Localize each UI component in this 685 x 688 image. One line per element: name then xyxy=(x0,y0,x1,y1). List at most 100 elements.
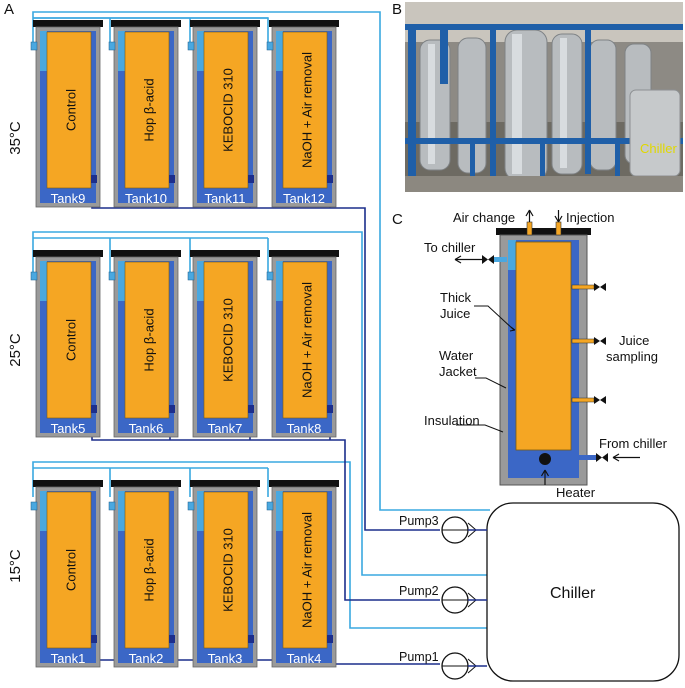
tank-name-label: Tank7 xyxy=(208,421,243,436)
tank-inlet-port xyxy=(266,271,274,281)
tank-juice xyxy=(124,261,170,419)
tank-water-strip xyxy=(118,31,125,71)
tank-treatment-label: NaOH + Air removal xyxy=(299,512,314,628)
tank-treatment-label: NaOH + Air removal xyxy=(299,282,314,398)
tank-treatment-label: Control xyxy=(63,89,78,131)
tank-juice xyxy=(46,491,92,649)
tank-name-label: Tank4 xyxy=(287,651,322,666)
thick-juice-label-1: Thick xyxy=(440,290,472,305)
tank-cross-section: Air change Injection To chiller Thick Ju… xyxy=(424,209,668,500)
tank-juice xyxy=(203,491,249,649)
tank-treatment-label: Control xyxy=(63,319,78,361)
tank-lid xyxy=(33,480,103,487)
tank-outlet-port xyxy=(327,405,333,413)
from-chiller-label: From chiller xyxy=(599,436,668,451)
tank-juice xyxy=(124,31,170,189)
tank-name-label: Tank3 xyxy=(208,651,243,666)
heater-label: Heater xyxy=(556,485,596,500)
thick-juice-label-2: Juice xyxy=(440,306,470,321)
tank-outlet-port xyxy=(169,405,175,413)
tank-name-label: Tank12 xyxy=(283,191,325,206)
tank-water-strip xyxy=(118,261,125,301)
tank-juice xyxy=(203,261,249,419)
tank-lid xyxy=(33,250,103,257)
juice-sampling-label-1: Juice xyxy=(619,333,649,348)
tank-lid xyxy=(190,250,260,257)
tank-facility-photo: Chiller xyxy=(405,2,683,192)
tank-inlet-port xyxy=(266,41,274,51)
tank-outlet-port xyxy=(91,635,97,643)
tank-treatment-label: KEBOCID 310 xyxy=(220,68,235,152)
tank-name-label: Tank5 xyxy=(51,421,86,436)
tank-water-strip xyxy=(276,261,283,301)
chiller-unit xyxy=(486,502,680,682)
tank-juice xyxy=(203,31,249,189)
tank-lid xyxy=(269,250,339,257)
panel-label-c: C xyxy=(392,211,403,228)
tank-outlet-port xyxy=(327,175,333,183)
tank-outlet-port xyxy=(248,405,254,413)
tank-lid xyxy=(190,20,260,27)
tank-juice xyxy=(46,261,92,419)
tank-juice xyxy=(46,31,92,189)
tank-inlet-port xyxy=(187,501,195,511)
tank-water-strip xyxy=(197,31,204,71)
panel-label-a: A xyxy=(4,1,14,18)
tank-lid xyxy=(269,20,339,27)
tank-lid xyxy=(111,480,181,487)
tank-lid xyxy=(269,480,339,487)
panel-label-b: B xyxy=(392,1,402,18)
pump-2-label: Pump2 xyxy=(399,584,439,598)
juice-sampling-label-2: sampling xyxy=(606,349,658,364)
tank-name-label: Tank11 xyxy=(205,191,246,206)
injection-label: Injection xyxy=(566,210,614,225)
tank-lid xyxy=(190,480,260,487)
tank-treatment-label: KEBOCID 310 xyxy=(220,298,235,382)
tank-juice xyxy=(282,261,328,419)
tank-name-label: Tank10 xyxy=(125,191,167,206)
tank-inlet-port xyxy=(187,271,195,281)
tank-treatment-label: Hop β-acid xyxy=(141,538,156,601)
tank-water-strip xyxy=(197,261,204,301)
tank-treatment-label: Hop β-acid xyxy=(141,308,156,371)
water-jacket-label-1: Water xyxy=(439,348,474,363)
water-jacket-label-2: Jacket xyxy=(439,364,477,379)
tank-treatment-label: NaOH + Air removal xyxy=(299,52,314,168)
tank-name-label: Tank6 xyxy=(129,421,164,436)
supply-pipe-row3 xyxy=(32,461,490,629)
pump-2: Pump2 xyxy=(399,584,487,614)
tank-name-label: Tank2 xyxy=(129,651,164,666)
tank-inlet-port xyxy=(30,501,38,511)
tank-outlet-port xyxy=(91,405,97,413)
tank-juice xyxy=(282,491,328,649)
tank-inlet-port xyxy=(30,41,38,51)
tank-lid xyxy=(111,20,181,27)
tank-water-strip xyxy=(40,261,47,301)
tank-outlet-port xyxy=(169,635,175,643)
tank-name-label: Tank8 xyxy=(287,421,322,436)
tank-lid xyxy=(111,250,181,257)
tank-lid xyxy=(33,20,103,27)
chiller-label: Chiller xyxy=(550,585,596,602)
temperature-label-15: 15°C xyxy=(7,549,24,583)
tank-inlet-port xyxy=(187,41,195,51)
temperature-label-25: 25°C xyxy=(7,333,24,367)
detail-lid xyxy=(496,228,591,235)
pump-3: Pump3 xyxy=(399,514,487,544)
tank-outlet-port xyxy=(248,175,254,183)
photo-chiller-label: Chiller xyxy=(640,141,678,156)
tank-inlet-port xyxy=(266,501,274,511)
tank-outlet-port xyxy=(169,175,175,183)
pump-1: Pump1 xyxy=(399,650,487,680)
tank-treatment-label: Hop β-acid xyxy=(141,78,156,141)
tank-name-label: Tank1 xyxy=(51,651,86,666)
temperature-label-35: 35°C xyxy=(7,121,24,155)
